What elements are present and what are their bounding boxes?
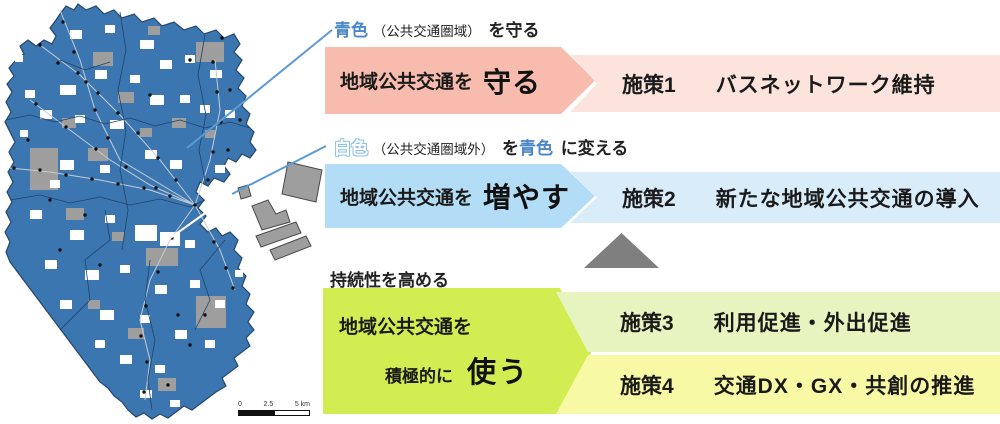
use-verb-text: 使う xyxy=(467,357,530,389)
measure-4-box: 施策4 交通DX・GX・共創の推進 xyxy=(556,355,1000,414)
measure-1-box: 施策1 バスネットワーク維持 xyxy=(570,55,1000,112)
measure-2-number: 施策2 xyxy=(622,187,676,211)
annotation-protect-paren: （公共交通圏域） xyxy=(372,24,481,39)
upward-triangle-icon xyxy=(584,233,659,268)
measure-1-label: バスネットワーク維持 xyxy=(715,73,936,97)
annotation-increase: 白色 （公共交通圏域外） を青色 に変える xyxy=(334,134,628,159)
protect-arrow-box: 地域公共交通を 守る xyxy=(325,47,595,114)
annotation-increase-suffix: に変える xyxy=(560,139,629,158)
annotation-protect: 青色 （公共交通圏域） を守る xyxy=(334,16,539,41)
measure-4-number: 施策4 xyxy=(620,374,674,398)
protect-verb-text: 守る xyxy=(483,66,542,98)
measure-3-box: 施策3 利用促進・外出促進 xyxy=(556,292,1000,352)
harbor-piers xyxy=(237,161,323,261)
annotation-protect-suffix: を守る xyxy=(488,21,540,40)
scale-bar: 0 2.5 5 km xyxy=(238,401,310,416)
measure-2-label: 新たな地域公共交通の導入 xyxy=(715,187,980,211)
use-arrow-box: 地域公共交通を 積極的に 使う xyxy=(323,288,592,414)
measure-2-box: 施策2 新たな地域公共交通の導入 xyxy=(570,172,1000,223)
annotation-protect-highlight: 青色 xyxy=(334,21,368,40)
scale-label-end: 5 km xyxy=(294,401,310,408)
scale-bar-rule xyxy=(238,410,310,416)
use-mid-text: 積極的に xyxy=(385,367,453,386)
annotation-increase-highlight2: 青色 xyxy=(518,139,553,158)
coverage-map-svg xyxy=(4,3,323,420)
annotation-sustain-text: 持続性を高める xyxy=(330,271,449,290)
measure-3-label: 利用促進・外出促進 xyxy=(713,312,912,335)
annotation-sustain: 持続性を高める xyxy=(330,266,449,291)
annotation-increase-highlight: 白色 xyxy=(334,139,368,158)
annotation-increase-mid: を xyxy=(501,139,519,158)
scale-label-start: 0 xyxy=(238,401,242,408)
measure-3-number: 施策3 xyxy=(620,312,674,335)
annotation-increase-paren: （公共交通圏域外） xyxy=(372,142,495,157)
increase-verb-text: 増やす xyxy=(483,182,571,213)
measure-1-number: 施策1 xyxy=(622,73,676,97)
increase-arrow-box: 地域公共交通を 増やす xyxy=(325,164,595,228)
protect-lead-text: 地域公共交通を xyxy=(340,72,474,93)
coverage-map: 0 2.5 5 km xyxy=(0,0,336,424)
scale-label-mid: 2.5 xyxy=(263,401,274,408)
increase-lead-text: 地域公共交通を xyxy=(340,187,474,209)
use-lead-text: 地域公共交通を xyxy=(339,317,473,338)
measure-4-label: 交通DX・GX・共創の推進 xyxy=(713,374,976,398)
